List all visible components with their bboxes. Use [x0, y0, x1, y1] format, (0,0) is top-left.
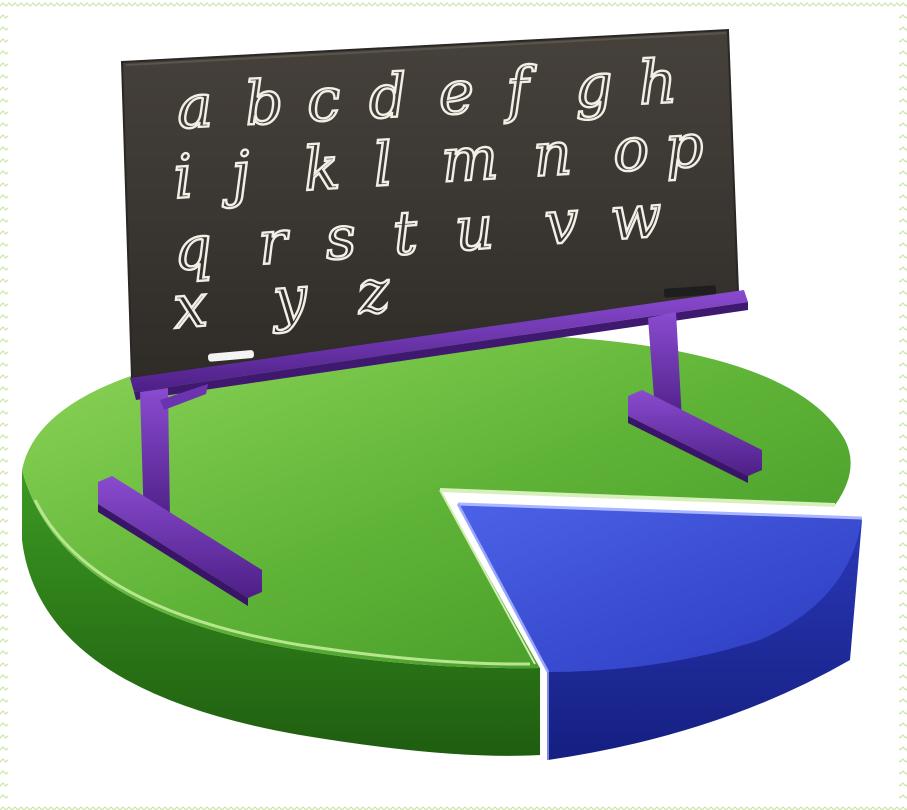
letter: d	[367, 61, 409, 133]
eraser-icon	[663, 285, 717, 298]
letter: k	[301, 133, 342, 205]
easel-frame	[98, 290, 762, 606]
letter: h	[636, 47, 678, 119]
letter-row-1: a b c d e f g h	[175, 47, 679, 143]
letter: l	[371, 130, 394, 201]
letter: o	[611, 114, 651, 186]
letter: b	[243, 68, 285, 140]
letter: i	[172, 142, 195, 213]
pie-chart-blue-slice	[456, 502, 863, 760]
letter: v	[542, 187, 581, 259]
letter: m	[439, 123, 500, 196]
letter: x	[171, 271, 210, 343]
letter: u	[452, 193, 495, 266]
letter: s	[323, 202, 359, 274]
chalk-stick-icon	[207, 350, 255, 362]
letter: n	[531, 119, 574, 191]
letter: w	[608, 181, 664, 254]
letter-row-3: q r s t u v w	[171, 181, 664, 285]
letter: q	[171, 212, 214, 285]
chalk-letters: a b c d e f g h i j k l m n o p q r	[169, 46, 706, 344]
letter: e	[437, 58, 476, 130]
blackboard: a b c d e f g h i j k l m n o p q r	[120, 28, 740, 380]
letter: a	[175, 71, 214, 143]
letter: z	[354, 256, 392, 328]
letter: t	[391, 198, 421, 270]
letter: g	[573, 50, 615, 122]
letter: c	[305, 65, 342, 137]
letter: p	[663, 111, 706, 183]
